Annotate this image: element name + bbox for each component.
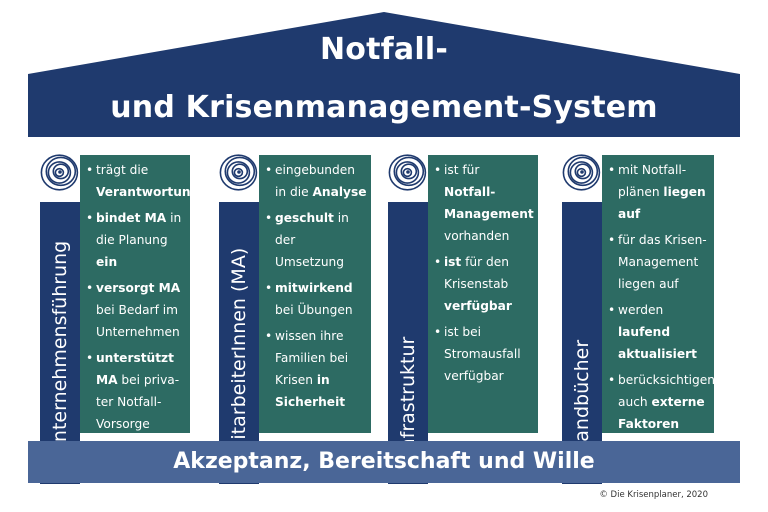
bullet-text-bold: mitwirkend [275, 281, 353, 295]
bullet-item: berücksichtigen auch externe Faktoren [608, 369, 715, 435]
bullet-text: bei priva-ter Notfall-Vorsorge [96, 373, 180, 431]
bullet-text: bei Bedarf im Unternehmen [96, 303, 180, 339]
pillar-content: mit Notfall-plänen liegen auf für das Kr… [602, 155, 715, 435]
bullet-item: wissen ihre Familien bei Krisen in Siche… [265, 325, 367, 413]
bullet-text: in die Planung [96, 211, 182, 247]
bullet-text-bold: Analyse [312, 185, 367, 199]
bullet-text: für das Krisen-Management liegen auf [618, 233, 707, 291]
bullet-item: mit Notfall-plänen liegen auf [608, 159, 710, 225]
bullet-item: versorgt MA bei Bedarf im Unternehmen [86, 277, 186, 343]
bullet-text-bold: geschult [275, 211, 334, 225]
pillar-label: Infrastruktur [397, 336, 419, 456]
bullet-text-bold: verfügbar [444, 299, 512, 313]
pillar-label-bar: MitarbeiterInnen (MA) [219, 202, 259, 484]
roof-shape [28, 12, 740, 137]
bullet-item: ist für den Krisenstab verfügbar [434, 251, 534, 317]
pillar-content: ist für Notfall-Management vorhanden ist… [428, 155, 538, 433]
bullet-text: wissen ihre Familien bei Krisen [275, 329, 349, 387]
copyright-text: © Die Krisenplaner, 2020 [599, 490, 708, 500]
pillar-label-bar: Unternehmensführung [40, 202, 80, 484]
spiral-icon [219, 154, 258, 191]
title-line-2: und Krisenmanagement-System [110, 90, 658, 125]
spiral-icon [562, 154, 601, 191]
pillar-label: MitarbeiterInnen (MA) [228, 247, 250, 456]
spiral-icon [388, 154, 427, 191]
bullet-text-bold: ist [444, 255, 462, 269]
pillar-label-bar: Infrastruktur [388, 202, 428, 484]
bullet-text-bold: bindet MA [96, 211, 167, 225]
bullet-text: ist bei Stromausfall verfügbar [444, 325, 521, 383]
bullet-text: berücksichtigen auch [618, 373, 716, 409]
title-line-1: Notfall- [320, 32, 448, 67]
pillar-label-bar: Handbücher [562, 202, 602, 484]
bullet-text: in der Umsetzung [275, 211, 349, 269]
bullet-item: geschult in der Umsetzung [265, 207, 367, 273]
bullet-text-bold: Verantwortung [96, 185, 200, 199]
bullet-text-bold: in Sicherheit [275, 373, 346, 409]
pillar-label: Handbücher [571, 339, 593, 456]
bullet-text: ist für [444, 163, 480, 177]
bullet-item: eingebunden in die Analyse [265, 159, 367, 203]
bullet-text: werden [618, 303, 664, 317]
bullet-text: mit Notfall-plänen [618, 163, 687, 199]
bullet-text-bold: ein [96, 255, 118, 269]
bullet-item: ist bei Stromausfall verfügbar [434, 321, 534, 387]
bullet-item: mitwirkend bei Übungen [265, 277, 367, 321]
bullet-text-bold: versorgt MA [96, 281, 181, 295]
bullet-text-bold: liegen auf [618, 185, 706, 221]
bullet-text: vorhanden [444, 229, 510, 243]
pillar-label: Unternehmensführung [49, 240, 71, 456]
bullet-text-bold: laufend aktualisiert [618, 325, 697, 361]
bullet-text: trägt die [96, 163, 149, 177]
bullet-text-bold: externe Faktoren [618, 395, 705, 431]
pillar-content: trägt die Verantwortung bindet MA in die… [80, 155, 199, 435]
bullet-text-bold: Notfall-Management [444, 185, 534, 221]
bullet-item: bindet MA in die Planung ein [86, 207, 186, 273]
pillar-content: eingebunden in die Analyse geschult in d… [259, 155, 371, 433]
foundation-bar: Akzeptanz, Bereitschaft und Wille [28, 441, 740, 483]
bullet-text: eingebunden in die [275, 163, 355, 199]
bullet-item: trägt die Verantwortung [86, 159, 199, 203]
bullet-item: unterstützt MA bei priva-ter Notfall-Vor… [86, 347, 186, 435]
bullet-text: bei Übungen [275, 303, 353, 317]
bullet-item: ist für Notfall-Management vorhanden [434, 159, 534, 247]
spiral-icon [40, 154, 79, 191]
bullet-text-bold: unterstützt MA [96, 351, 174, 387]
bullet-item: für das Krisen-Management liegen auf [608, 229, 710, 295]
bullet-item: werden laufend aktualisiert [608, 299, 710, 365]
bullet-text: für den Krisenstab [444, 255, 509, 291]
